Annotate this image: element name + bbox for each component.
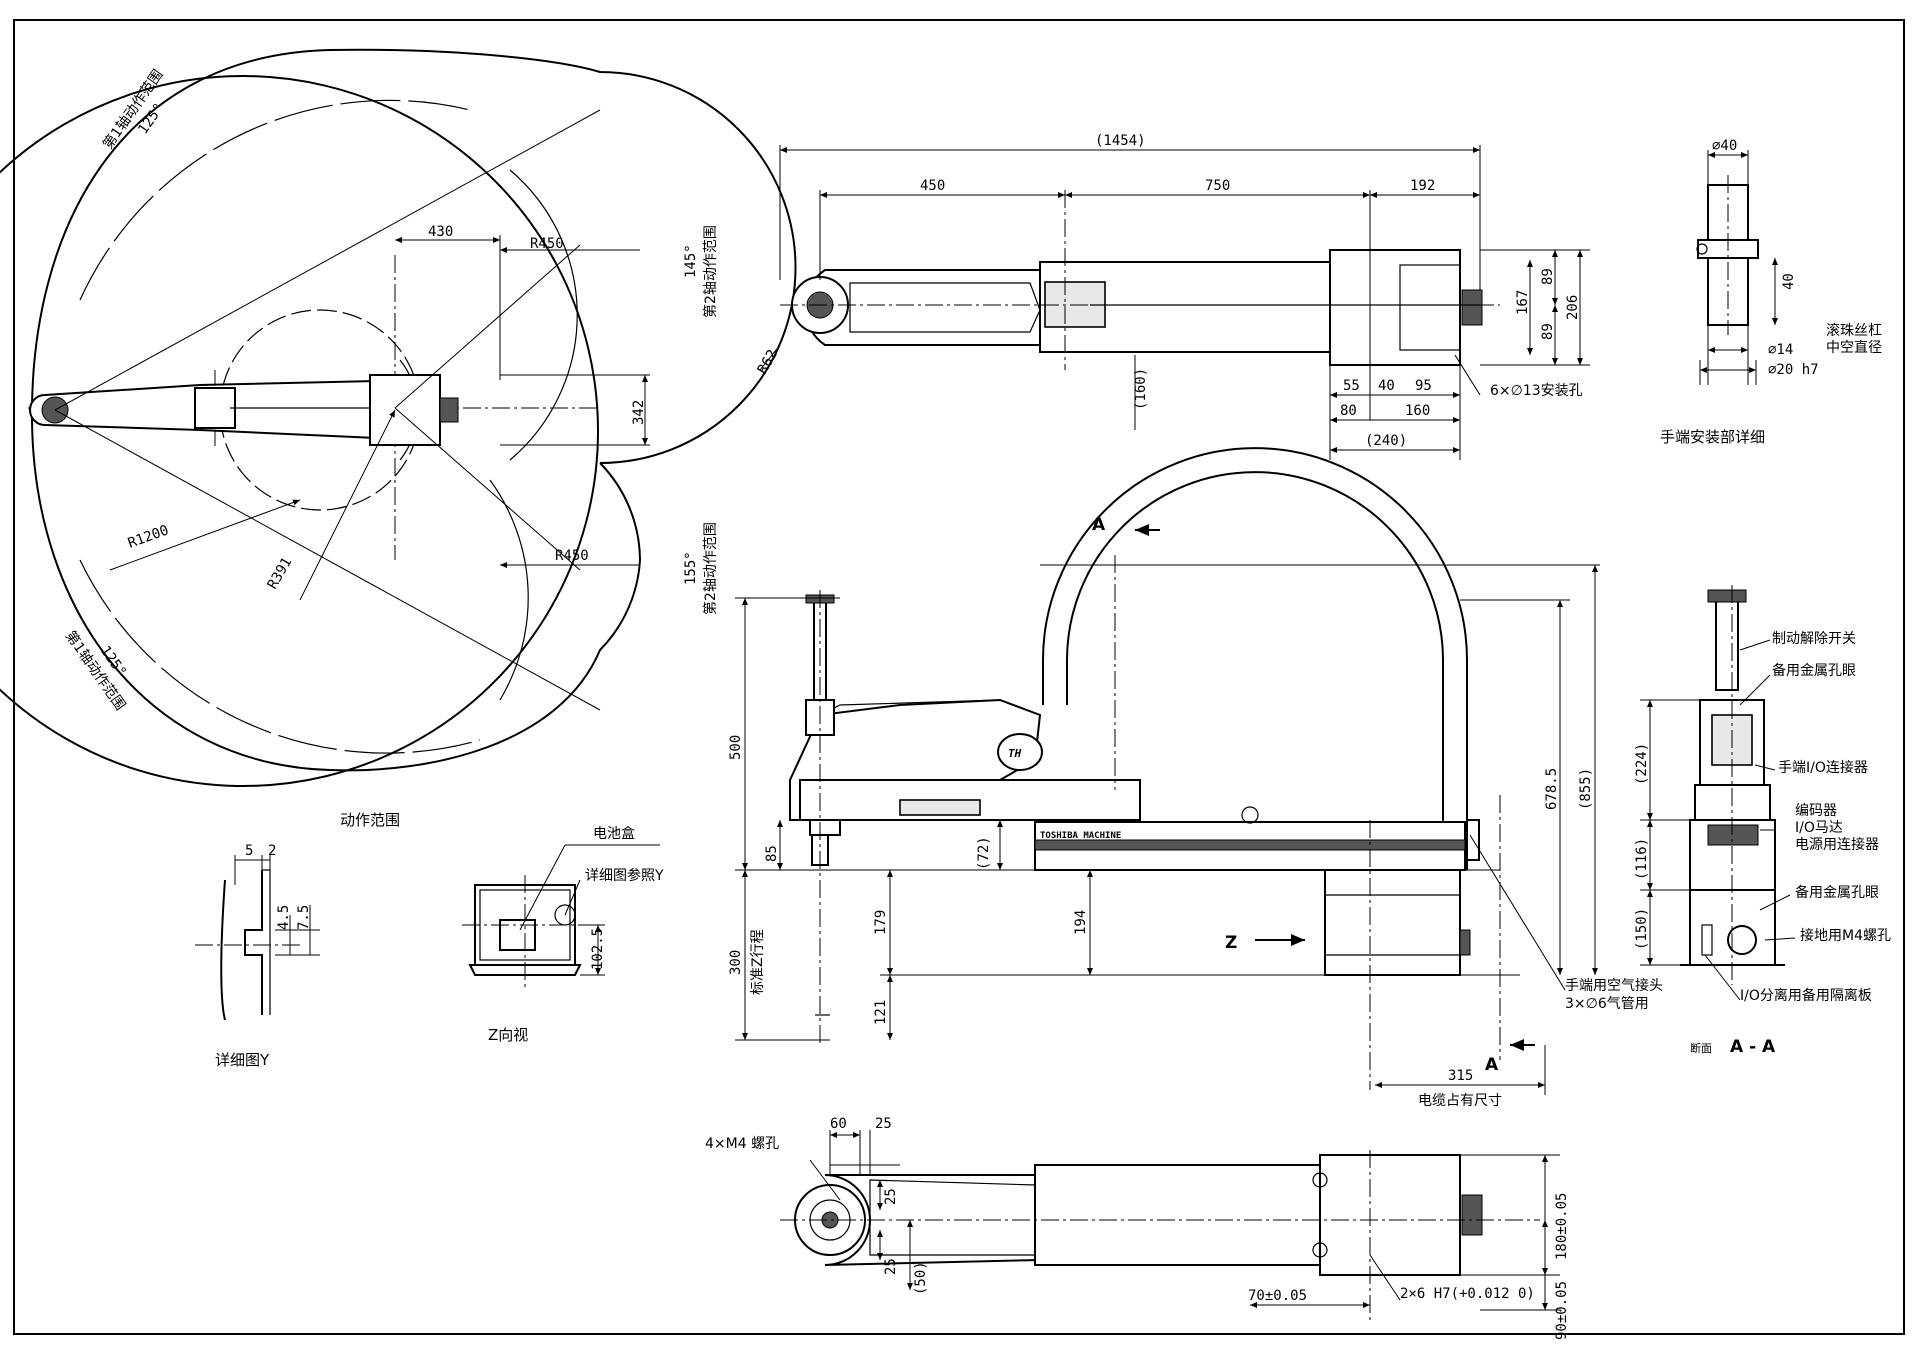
dim-r1200: R1200 <box>126 522 171 551</box>
dim-7-5: 7.5 <box>296 905 312 930</box>
dim-d20: ∅20 h7 <box>1768 362 1819 378</box>
dim-90: 90±0.05 <box>1554 1281 1570 1340</box>
side-view: TH TOSHIBA MACHINE <box>735 447 1600 1095</box>
range-axis2-bottom: 第2轴动作范围 <box>702 522 719 615</box>
z-stroke-label: 标准Z行程 <box>750 929 766 995</box>
power-conn-label: 电源用连接器 <box>1795 836 1879 853</box>
detail-ref-label: 详细图参照Y <box>585 867 664 884</box>
dim-500: 500 <box>728 735 744 760</box>
mounting-holes: 6×∅13安装孔 <box>1490 383 1583 399</box>
dim-70: 70±0.05 <box>1248 1288 1307 1304</box>
dim-55: 55 <box>1343 378 1360 394</box>
dim-50: (50) <box>913 1261 929 1295</box>
dim-430: 430 <box>428 224 453 240</box>
air-tube-label: 3×∅6气管用 <box>1565 996 1649 1012</box>
dim-d14: ∅14 <box>1768 342 1793 358</box>
spare-eyelet-label: 备用金属孔眼 <box>1772 662 1856 679</box>
dim-160: 160 <box>1405 403 1430 419</box>
io-motor-label: I/O马达 <box>1795 820 1843 836</box>
dim-342: 342 <box>631 400 647 425</box>
z-view-caption: Z向视 <box>488 1026 528 1044</box>
hand-io-label: 手端I/O连接器 <box>1778 759 1868 776</box>
dim-r450-bottom: R450 <box>555 548 589 564</box>
range-axis2-top: 第2轴动作范围 <box>702 225 719 318</box>
dim-4-5: 4.5 <box>276 905 292 930</box>
brand-label: TOSHIBA MACHINE <box>1040 831 1121 841</box>
dim-167: 167 <box>1515 290 1531 315</box>
encoder-label: 编码器 <box>1795 803 1837 819</box>
battery-box-label: 电池盒 <box>593 825 635 842</box>
dim-224: (224) <box>1634 743 1650 785</box>
dowel-pins-label: 2×6 H7(+0.012 0) <box>1400 1286 1535 1302</box>
dim-855: (855) <box>1578 768 1594 810</box>
brake-release-label: 制动解除开关 <box>1772 631 1856 647</box>
bottom-view <box>780 1130 1560 1320</box>
dim-40v: 40 <box>1781 273 1797 290</box>
z-view <box>462 844 660 990</box>
dim-750: 750 <box>1205 178 1230 194</box>
dim-116: (116) <box>1634 838 1650 880</box>
section-label: 断面 <box>1690 1041 1712 1055</box>
dim-194: 194 <box>1073 910 1089 935</box>
logo-mark: TH <box>1008 747 1022 760</box>
detail-y-view <box>195 855 320 1021</box>
dim-89b: 89 <box>1540 323 1556 340</box>
arrow-a-top: A <box>1092 515 1106 535</box>
dim-450: 450 <box>920 178 945 194</box>
dim-95: 95 <box>1415 378 1432 394</box>
arrow-a-bottom: A <box>1485 1055 1499 1075</box>
dim-60: 60 <box>830 1116 847 1132</box>
angle-axis2-top: 145° <box>683 244 699 278</box>
dim-72: (72) <box>976 836 992 870</box>
dim-25-lower: 25 <box>883 1258 899 1275</box>
dim-d40-top: ∅40 <box>1712 138 1737 154</box>
ballscrew-label: 滚珠丝杠 <box>1826 322 1882 339</box>
dim-5: 5 <box>245 843 253 859</box>
dim-240: (240) <box>1365 433 1407 449</box>
dim-300: 300 <box>728 950 744 975</box>
section-aa-caption: A - A <box>1730 1037 1776 1057</box>
top-view <box>759 145 1590 460</box>
flange-caption: 手端安装部详细 <box>1660 428 1765 446</box>
dim-121: 121 <box>873 1000 889 1025</box>
dim-2: 2 <box>268 843 276 859</box>
dim-r450-top: R450 <box>530 236 564 252</box>
cable-clearance-label: 电缆占有尺寸 <box>1418 1093 1502 1109</box>
dim-25-top: 25 <box>875 1116 892 1132</box>
dim-160v: (160) <box>1133 368 1149 410</box>
plan-caption: 动作范围 <box>340 811 400 829</box>
dim-150: (150) <box>1634 908 1650 950</box>
dim-25-right: 25 <box>883 1188 899 1205</box>
dim-85: 85 <box>764 845 780 862</box>
dim-40: 40 <box>1378 378 1395 394</box>
dim-overall: (1454) <box>1095 133 1146 149</box>
dim-179: 179 <box>873 910 889 935</box>
air-fitting-label: 手端用空气接头 <box>1565 977 1663 994</box>
hollow-label: 中空直径 <box>1826 339 1882 356</box>
dim-315: 315 <box>1448 1068 1473 1084</box>
m4-screws-label: 4×M4 螺孔 <box>705 1136 779 1152</box>
dim-192: 192 <box>1410 178 1435 194</box>
sheet-border <box>13 19 1905 1335</box>
dim-678: 678.5 <box>1544 768 1560 810</box>
dim-r391: R391 <box>265 555 296 592</box>
dim-89a: 89 <box>1540 268 1556 285</box>
z-view-arrow-label: Z <box>1225 933 1237 953</box>
section-aa-view <box>1640 585 1796 1001</box>
work-range-plan-view <box>0 48 797 787</box>
dim-180: 180±0.05 <box>1554 1193 1570 1260</box>
ground-screw-label: 接地用M4螺孔 <box>1800 927 1891 944</box>
flange-detail <box>1696 150 1778 385</box>
io-plate-label: I/O分离用备用隔离板 <box>1740 987 1872 1004</box>
spare-eyelet2-label: 备用金属孔眼 <box>1795 884 1879 901</box>
detail-y-caption: 详细图Y <box>215 1051 270 1069</box>
dim-80: 80 <box>1340 403 1357 419</box>
dim-206: 206 <box>1565 295 1581 320</box>
dim-102-5: 102.5 <box>590 928 606 970</box>
angle-axis2-bottom: 155° <box>683 551 699 585</box>
